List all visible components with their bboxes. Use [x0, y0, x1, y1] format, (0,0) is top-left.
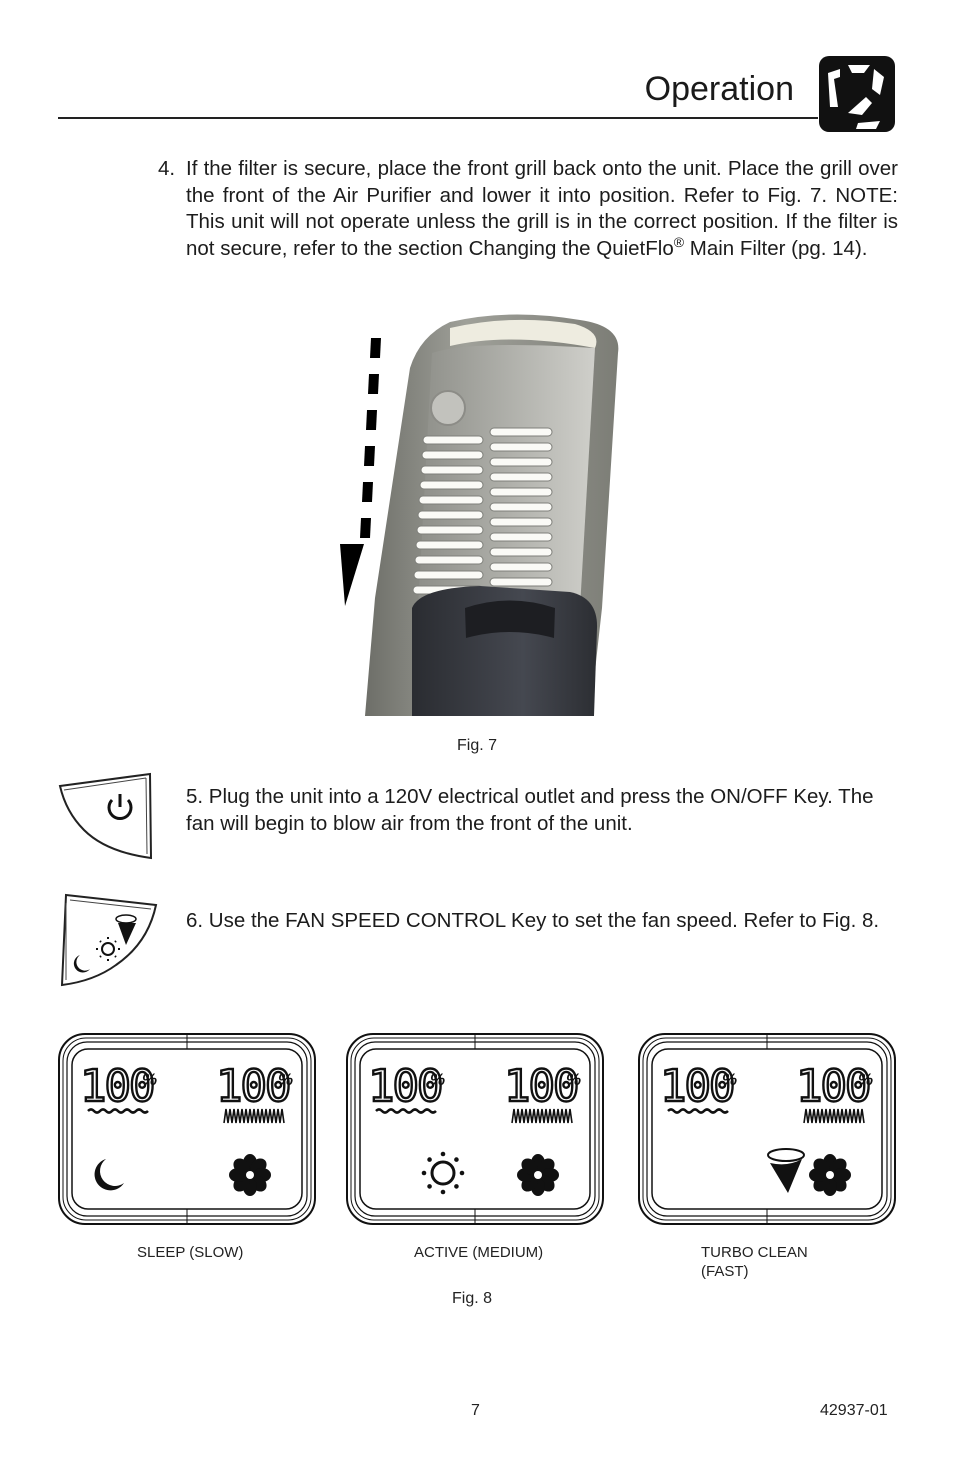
lcd-left-value: 100: [80, 1061, 153, 1112]
fan-icon: [229, 1154, 271, 1196]
sun-icon: [421, 1151, 465, 1195]
step-5-text: 5. Plug the unit into a 120V electrical …: [186, 785, 874, 835]
doc-number: 42937-01: [820, 1402, 888, 1419]
lcd-left-unit: %: [722, 1070, 737, 1089]
display-label-turbo: TURBO CLEAN (FAST): [701, 1243, 808, 1281]
lcd-left-value: 100: [368, 1061, 441, 1112]
lcd-display: 100%100%: [58, 1033, 316, 1225]
display-label-sleep: SLEEP (SLOW): [137, 1244, 244, 1261]
sun-icon: [96, 937, 120, 961]
step-4-text-b: Main Filter (pg. 14).: [684, 236, 868, 260]
quality-bar-icon: [511, 1108, 573, 1124]
moon-icon: [73, 955, 90, 973]
speed-bar-icon: [667, 1108, 729, 1114]
lcd-right-value: 100: [504, 1061, 577, 1112]
fig7-grill-illustration: [340, 314, 619, 716]
step-4-number: 4.: [158, 157, 176, 180]
lcd-left-value: 100: [660, 1061, 733, 1112]
lcd-right-value: 100: [216, 1061, 289, 1112]
lcd-right-unit: %: [858, 1070, 873, 1089]
display-label-turbo-line2: (FAST): [701, 1263, 749, 1280]
registered-mark: ®: [673, 233, 685, 250]
step-6-text: 6. Use the FAN SPEED CONTROL Key to set …: [186, 909, 880, 932]
lcd-right-value: 100: [796, 1061, 869, 1112]
speed-bar-icon: [375, 1108, 437, 1114]
fig7-caption: Fig. 7: [457, 737, 498, 754]
power-symbol-icon: [107, 794, 133, 820]
display-label-turbo-line1: TURBO CLEAN: [701, 1244, 808, 1261]
fan-speed-key-icon: [60, 893, 158, 987]
speed-bar-icon: [87, 1108, 149, 1114]
fig8-caption: Fig. 8: [452, 1290, 493, 1307]
page-title: Operation: [644, 70, 794, 108]
step-4-text-a: If the filter is secure, place the front…: [186, 157, 898, 260]
lcd-left-unit: %: [142, 1070, 157, 1089]
fan-icon: [809, 1154, 851, 1196]
step-4: 4. If the filter is secure, place the fr…: [158, 156, 898, 262]
power-key-icon: [58, 772, 153, 860]
lcd-display: 100%100%: [346, 1033, 604, 1225]
display-label-active: ACTIVE (MEDIUM): [414, 1244, 544, 1261]
lcd-right-unit: %: [278, 1070, 293, 1089]
lcd-left-unit: %: [430, 1070, 445, 1089]
down-arrow-icon: [340, 338, 381, 606]
section-logo-icon: [819, 56, 895, 132]
header-rule: [58, 117, 818, 119]
tornado-icon: [767, 1148, 805, 1193]
fan-icon: [517, 1154, 559, 1196]
quality-bar-icon: [803, 1108, 865, 1124]
moon-icon: [94, 1159, 124, 1191]
tornado-icon: [115, 914, 137, 945]
lcd-display: 100%100%: [638, 1033, 896, 1225]
quality-bar-icon: [223, 1108, 285, 1124]
step-4-text: If the filter is secure, place the front…: [186, 156, 898, 262]
lcd-right-unit: %: [566, 1070, 581, 1089]
page-number: 7: [471, 1402, 480, 1419]
